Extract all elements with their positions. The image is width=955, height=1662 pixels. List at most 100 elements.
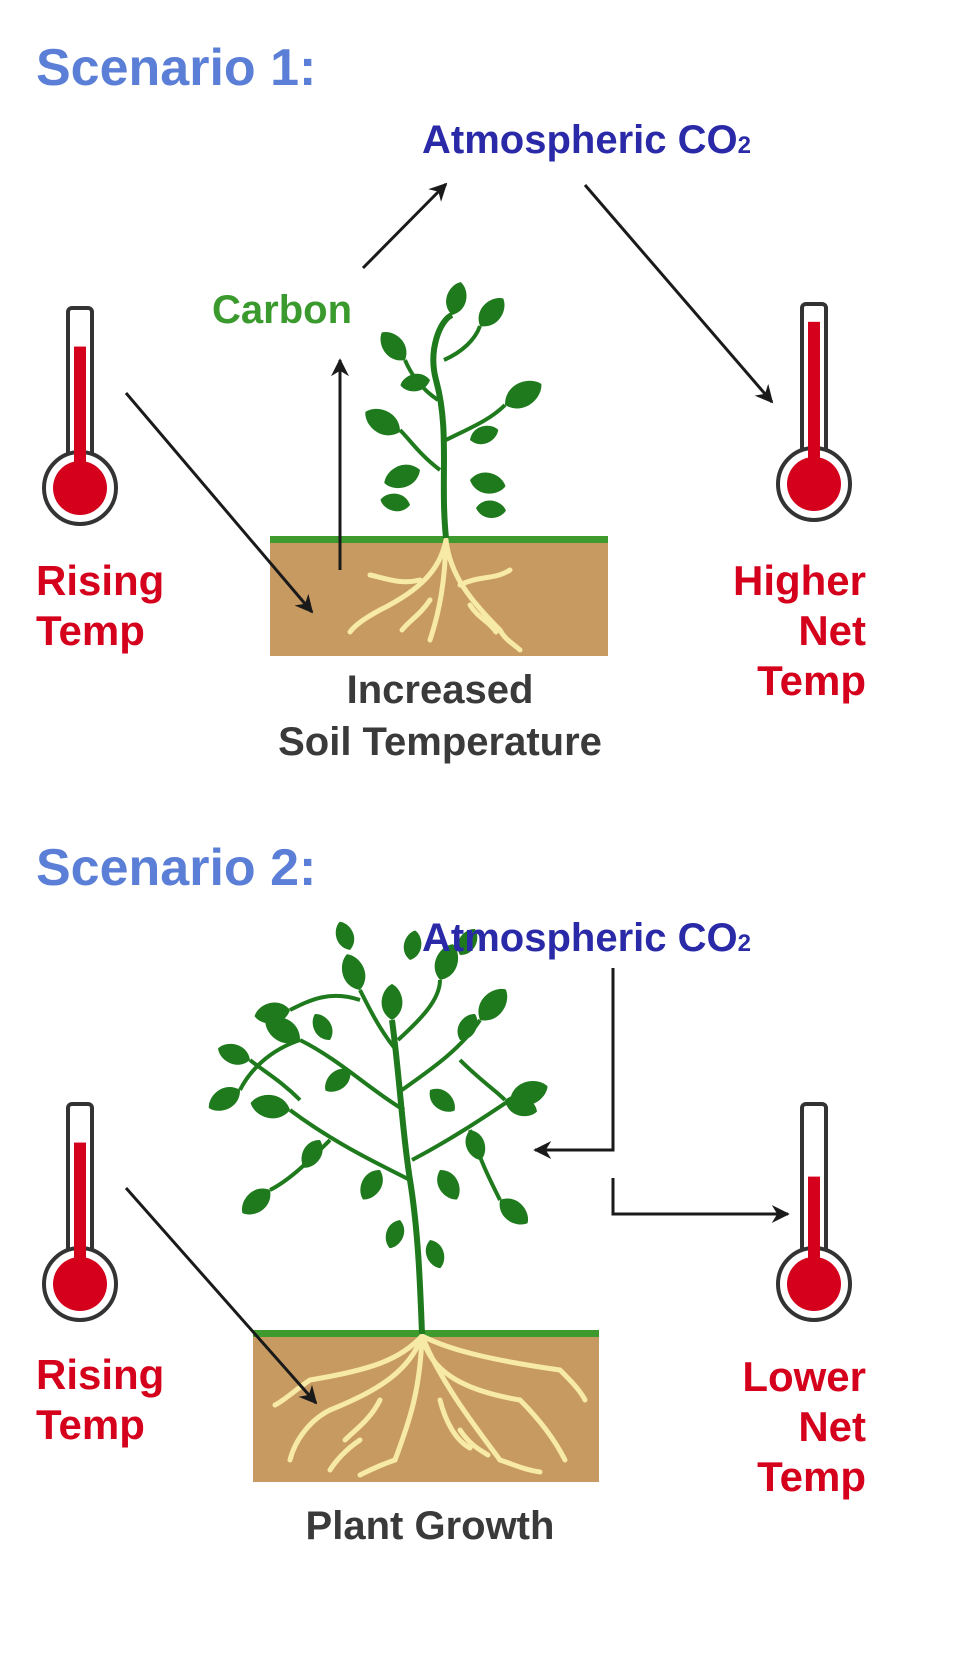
scenario2-plant-leaf — [499, 1198, 529, 1225]
scenario2-plant-leaf — [429, 1088, 455, 1112]
scenario2-lower-net-temp-line1: Lower — [742, 1353, 866, 1400]
scenario1-root — [367, 572, 423, 585]
scenario1-plant-leaf — [478, 297, 505, 327]
scenario2-plant-leaf — [341, 954, 366, 990]
scenario1-plant-leaf — [380, 331, 407, 361]
scenario2-right-thermometer-mercury — [808, 1176, 820, 1264]
scenario2-arrow-co2-to-temp — [611, 1178, 790, 1223]
scenario1-carbon-label: Carbon — [212, 288, 352, 332]
scenario2-plant-leaf — [218, 1043, 250, 1065]
scenario1-arrow-co2-to-temp — [583, 184, 774, 404]
scenario2-plant-leaf — [505, 1095, 537, 1117]
scenario1-arrow-temp-to-soil — [124, 392, 314, 614]
scenario1-roots — [347, 537, 523, 653]
scenario1-plant-leaf — [384, 464, 420, 489]
scenario2-rising-temp-line1: Rising — [36, 1351, 165, 1398]
scenario1-soil-surface — [270, 536, 608, 543]
scenario2-arrow-co2-to-plant — [533, 968, 615, 1159]
scenario1-left-thermometer-bulb — [53, 461, 107, 515]
scenario2-lower-net-temp-line3: Temp — [757, 1453, 866, 1500]
scenario2-lower-net-temp-line2: Net — [798, 1403, 866, 1450]
scenario2-soil-block-icon — [253, 1330, 599, 1482]
scenario2-root — [307, 1333, 425, 1383]
scenario2-plant-leaf — [385, 1220, 405, 1249]
scenario2-arrow-temp-to-soil — [124, 1187, 318, 1405]
scenario2-soil-surface — [253, 1330, 599, 1337]
scenario2-plant-branch — [396, 979, 442, 1042]
scenario1-atmospheric-co2-subscript: 2 — [737, 132, 751, 159]
scenario2-root — [497, 1457, 543, 1475]
scenario2-soil — [253, 1334, 599, 1482]
scenario1-root — [347, 607, 383, 635]
scenario2-root — [419, 1333, 503, 1463]
scenario2-root — [557, 1367, 588, 1403]
scenario1-higher-net-temp-line3: Temp — [757, 657, 866, 704]
scenario2-plant-branch — [269, 1138, 332, 1192]
scenario2-roots — [272, 1333, 588, 1478]
scenario1-caption: Increased Soil Temperature — [230, 664, 650, 768]
scenario2-left-thermometer-icon — [42, 1102, 118, 1322]
scenario2-bushy-plant-icon — [208, 921, 548, 1335]
scenario2-atmospheric-co2-label: Atmospheric CO2 — [422, 918, 751, 958]
scenario2-root — [342, 1397, 383, 1443]
scenario2-plant-branch — [288, 1108, 411, 1182]
scenario2-plant-leaf — [381, 984, 403, 1020]
scenario2-root — [419, 1333, 563, 1373]
scenario1-root — [427, 537, 449, 643]
scenario1-plant-branches — [398, 325, 507, 472]
scenario1-root — [467, 602, 499, 635]
scenario1-plant-leaf — [504, 380, 542, 409]
scenario2-plant-leaf — [478, 988, 508, 1021]
scenario2-root — [327, 1333, 425, 1413]
scenario2-plant-leaf — [301, 1139, 323, 1168]
scenario1-root — [457, 567, 513, 588]
scenario2-root — [437, 1397, 473, 1451]
scenario2-plant-leaf — [425, 1240, 445, 1269]
scenario2-plant-leaf — [465, 1130, 486, 1161]
scenario2-plant-branch — [248, 1058, 302, 1102]
scenario1-rising-temp-label: Rising Temp — [36, 556, 164, 656]
scenario2-left-thermometer-bulb — [53, 1257, 107, 1311]
scenario1-higher-net-temp-line2: Net — [798, 607, 866, 654]
scenario2-root — [392, 1333, 425, 1463]
scenario1-higher-net-temp-label: Higher Net Temp — [684, 556, 866, 706]
scenario1-plant-leaf — [380, 493, 410, 512]
scenario2-plant-leaf — [241, 1188, 271, 1215]
scenario2-plant-leaf — [437, 1169, 460, 1200]
scenario1-plant-stem — [430, 312, 454, 539]
scenario2-root — [287, 1407, 333, 1463]
scenario1-left-thermometer-icon — [42, 306, 118, 526]
scenario2-plant-leaf — [335, 921, 355, 950]
scenario2-plant-leaf — [434, 944, 459, 980]
scenario1-plant-leaf — [365, 408, 401, 436]
scenario2-plant-leaf — [457, 1014, 478, 1041]
scenario2-plant-leaf — [403, 930, 422, 960]
scenario2-atmospheric-co2-text: Atmospheric CO — [422, 916, 738, 960]
scenario2-atmospheric-co2-subscript: 2 — [737, 930, 751, 957]
scenario1-arrow-carbon-to-co2 — [361, 182, 448, 270]
scenario2-plant-leaf — [360, 1169, 383, 1200]
scenario2-root — [517, 1397, 568, 1463]
scenario2-rising-temp-label: Rising Temp — [36, 1350, 164, 1450]
scenario2-right-thermometer-bulb — [787, 1257, 841, 1311]
scenario1-plant-icon — [365, 282, 542, 539]
scenario2-right-thermometer-icon — [776, 1102, 852, 1322]
scenario2-heading: Scenario 2: — [36, 839, 317, 897]
scenario2-plant-branch — [299, 1038, 406, 1112]
scenario2-plant-branch — [411, 1098, 512, 1162]
scenario2-plant-leaf — [457, 929, 478, 956]
scenario1-right-thermometer-icon — [776, 302, 852, 522]
scenario1-atmospheric-co2-label: Atmospheric CO2 — [422, 120, 751, 160]
scenario1-heading: Scenario 1: — [36, 39, 317, 97]
scenario2-root — [272, 1377, 313, 1408]
scenario1-left-thermometer-mercury — [74, 346, 86, 468]
scenario2-root — [457, 1427, 491, 1458]
scenario2-plant-branch — [289, 993, 361, 1012]
scenario1-rising-temp-line2: Temp — [36, 607, 145, 654]
scenario2-plant-branch — [238, 1038, 301, 1091]
scenario2-plant-branch — [358, 989, 398, 1052]
scenario1-caption-line1: Increased — [346, 668, 534, 712]
scenario1-root — [399, 597, 433, 633]
